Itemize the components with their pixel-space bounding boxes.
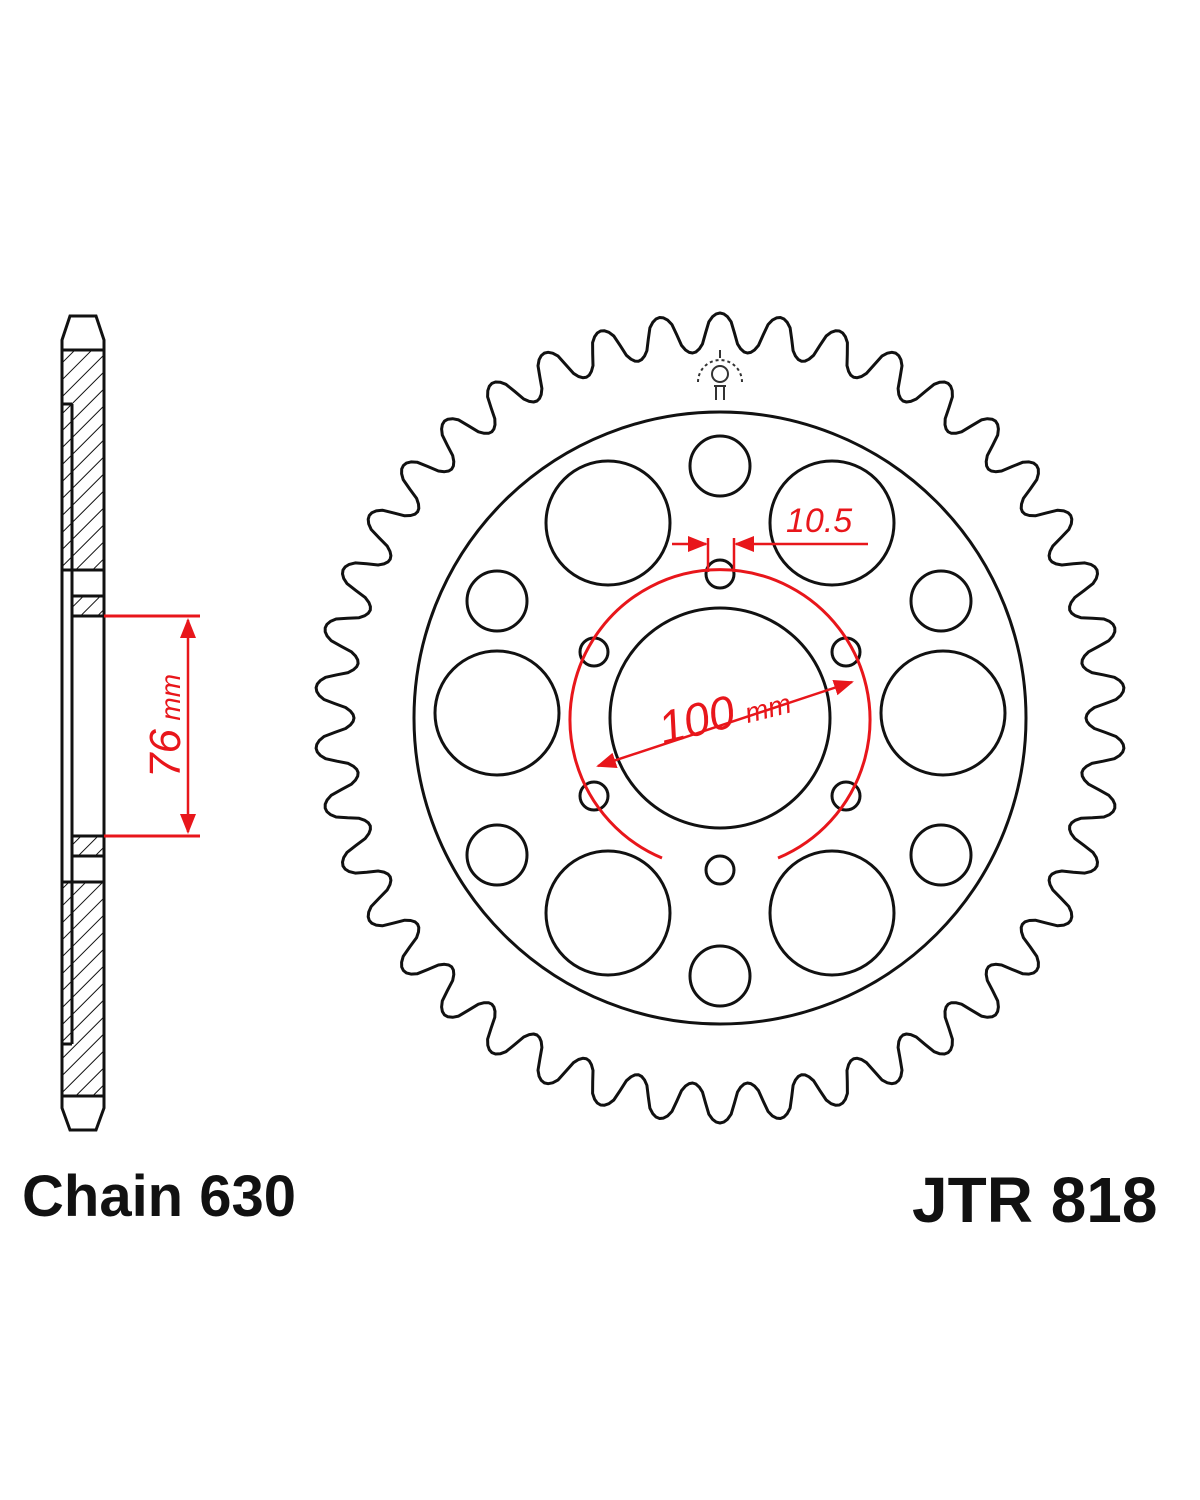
bolt-hole [830,780,862,812]
jt-sprocket-logo-icon [697,350,743,400]
bolt-hole [578,780,610,812]
bolt-circle-value: 100 [653,685,740,754]
upper-hatched-section [60,348,106,572]
hub-bore-value: 76 [141,729,190,778]
small-hole [688,944,752,1008]
small-hole [465,569,529,633]
bolt-hole-value: 10.5 [786,502,852,540]
bolt-hole-dimension [672,536,868,572]
side-profile-outline [60,314,106,1132]
sprocket-side-profile [60,314,106,1132]
chain-size-label: Chain 630 [22,1164,296,1229]
bolt-circle-unit: mm [742,688,795,729]
lightening-holes [433,434,1007,1008]
bolt-hole [704,558,736,590]
small-hole [688,434,752,498]
bolt-hole [578,636,610,668]
hub-bore-dimension: 76 mm [104,614,200,838]
svg-text:76 mm: 76 mm [141,674,190,778]
bolt-circle-dimension [568,568,872,860]
large-hole [768,849,896,977]
lower-hatched-section [60,880,106,1098]
bolt-hole [830,636,862,668]
inner-ring [412,410,1028,1026]
hub-bore-unit: mm [155,674,186,721]
part-number-label: JTR 818 [912,1164,1158,1236]
upper-hub-hatch [70,594,106,618]
large-hole [544,459,672,587]
small-hole [909,569,973,633]
small-hole [909,823,973,887]
lower-hub-hatch [70,834,106,858]
svg-text:100 mm: 100 mm [653,671,795,754]
sprocket-teeth-outline [314,311,1126,1125]
large-hole [879,649,1007,777]
small-hole [465,823,529,887]
large-hole [544,849,672,977]
bolt-hole [704,854,736,886]
large-hole [768,459,896,587]
large-hole [433,649,561,777]
